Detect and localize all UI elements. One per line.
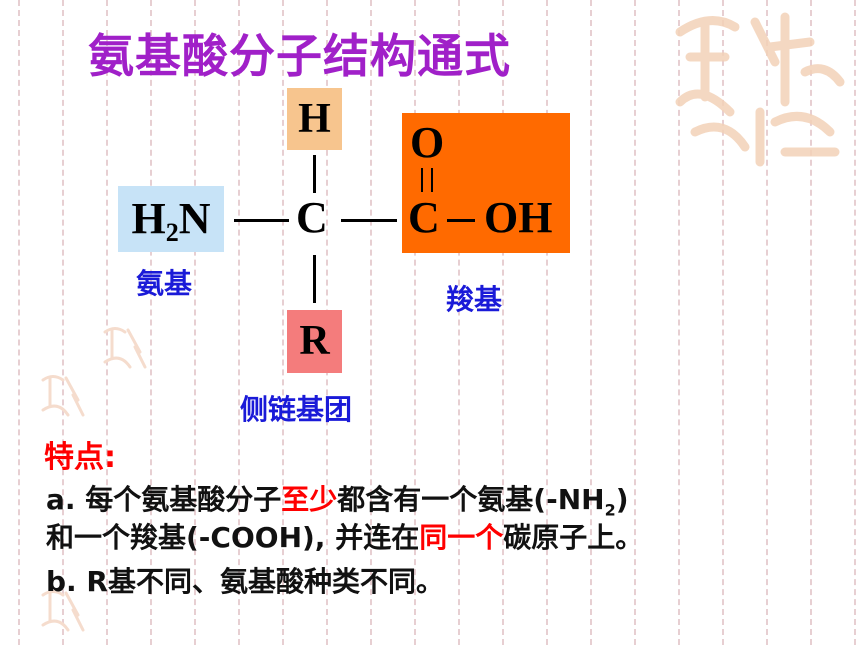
decorative-seal-stamp xyxy=(675,12,845,167)
feature-a2-emphasis-same: 同一个 xyxy=(419,521,504,554)
amino-label: 氨基 xyxy=(136,267,193,300)
carboxyl-carbon: C xyxy=(408,193,440,242)
central-carbon: C xyxy=(296,193,328,242)
bond-carboxyl-oh xyxy=(447,219,475,222)
amino-n: N xyxy=(178,194,211,243)
feature-a-line1: a. 每个氨基酸分子至少都含有一个氨基(-NH2) xyxy=(46,478,629,520)
bond-left xyxy=(234,219,289,222)
r-group-box: R xyxy=(287,310,342,373)
feature-a-subscript: 2 xyxy=(604,500,616,520)
feature-a-middle: 都含有一个氨基(-NH xyxy=(337,483,605,516)
feature-a-end: ) xyxy=(615,483,629,516)
small-seal-stamp xyxy=(41,375,85,417)
feature-a-line2: 和一个羧基(-COOH), 并连在同一个碳原子上。 xyxy=(46,516,643,556)
double-bond-right xyxy=(431,168,433,192)
feature-a-prefix: a. 每个氨基酸分子 xyxy=(46,483,282,516)
page-title: 氨基酸分子结构通式 xyxy=(88,29,511,83)
side-chain-label: 侧链基团 xyxy=(240,393,353,426)
carboxyl-oxygen: O xyxy=(410,118,445,167)
bond-top xyxy=(313,155,316,193)
amino-subscript: 2 xyxy=(165,218,179,247)
feature-a2-start: 和一个羧基(-COOH), 并连在 xyxy=(46,521,420,554)
carboxyl-hydroxyl: OH xyxy=(484,193,553,242)
double-bond-left xyxy=(421,168,423,192)
amino-group-box: H2N xyxy=(118,186,224,252)
r-group-label: R xyxy=(299,318,330,364)
bond-right xyxy=(341,219,397,222)
feature-b: b. R基不同、氨基酸种类不同。 xyxy=(46,565,444,598)
hydrogen-top-box: H xyxy=(287,88,342,150)
carboxyl-label: 羧基 xyxy=(446,283,503,316)
amino-h: H xyxy=(131,194,166,243)
features-heading: 特点: xyxy=(44,440,116,475)
small-seal-stamp xyxy=(103,327,147,369)
feature-a-emphasis-atleast: 至少 xyxy=(281,483,338,516)
hydrogen-top-label: H xyxy=(298,96,331,142)
carboxyl-group-box xyxy=(402,113,570,253)
feature-a2-end: 碳原子上。 xyxy=(503,521,644,554)
bond-bottom xyxy=(313,255,316,303)
